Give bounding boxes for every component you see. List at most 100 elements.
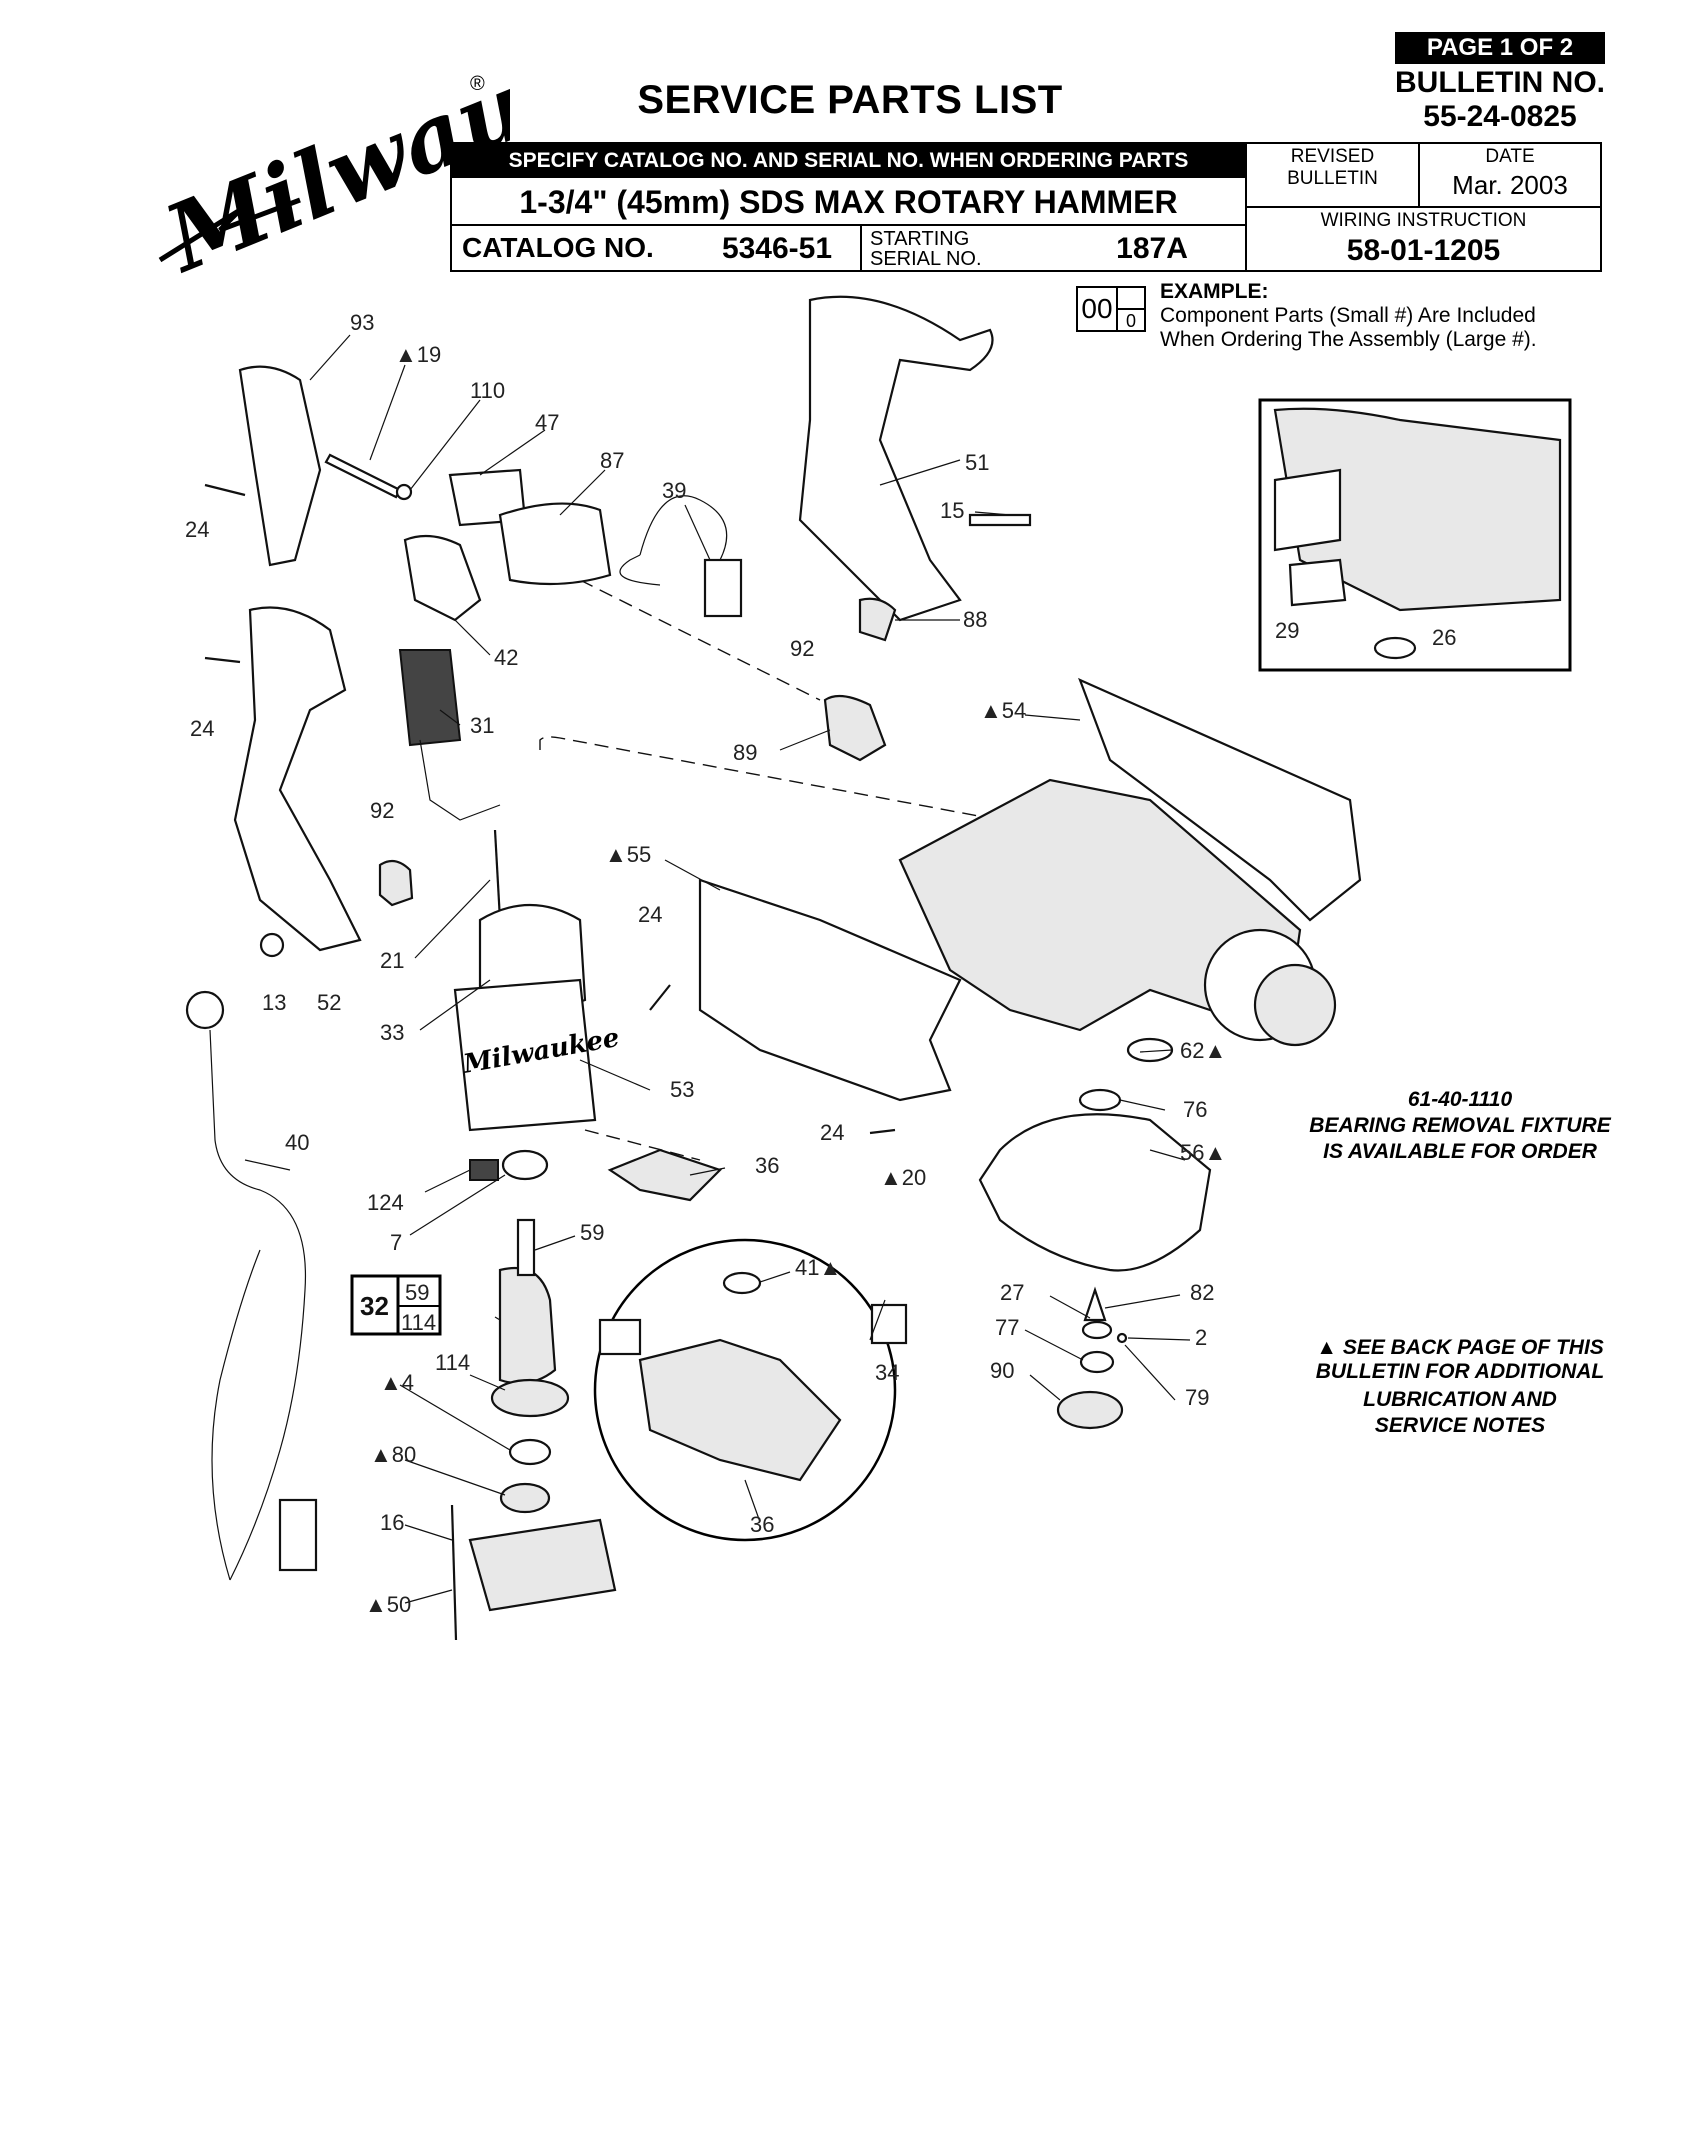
part-52-handle <box>233 606 362 952</box>
inset-label-26 <box>1373 636 1417 660</box>
callout-41: 41▲ <box>795 1255 841 1280</box>
callout-124: 124 <box>367 1190 404 1215</box>
part-39-wire <box>619 495 728 586</box>
back-page-note-line-4: SERVICE NOTES <box>1374 1414 1546 1437</box>
back-page-note-line-1: ▲ SEE BACK PAGE OF THIS <box>1316 1336 1604 1359</box>
part-13-screw <box>259 932 285 958</box>
part-36-brush-holder <box>607 1148 723 1202</box>
part-40-cord-loop <box>211 1249 261 1581</box>
part-7-bearing <box>501 1149 549 1181</box>
part-27-spring <box>1081 1320 1113 1340</box>
callout-92-bottom: 92 <box>370 798 394 823</box>
callout-77: 77 <box>995 1315 1019 1340</box>
callout-54: ▲54 <box>980 698 1026 723</box>
callout-34: 34 <box>875 1360 899 1385</box>
part-24-screw-a <box>204 483 246 497</box>
callout-110: 110 <box>470 378 505 403</box>
part-88-bushing <box>858 597 897 642</box>
callout-20: ▲20 <box>880 1165 926 1190</box>
callout-26: 26 <box>1432 625 1456 650</box>
header-right: REVISED BULLETIN DATE Mar. 2003 WIRING I… <box>1247 144 1600 270</box>
wiring-number: 58-01-1205 <box>1346 234 1501 267</box>
part-34-brush-b <box>870 1303 908 1345</box>
revised-bulletin-cell: REVISED BULLETIN <box>1247 144 1420 208</box>
callout-24-b: 24 <box>190 716 214 741</box>
part-114-fan <box>490 1378 570 1418</box>
callout-2: 2 <box>1195 1325 1207 1350</box>
callout-4: ▲4 <box>380 1370 414 1395</box>
callout-90: 90 <box>990 1358 1014 1383</box>
page-title: SERVICE PARTS LIST <box>637 78 1063 122</box>
inset-label-29 <box>1288 558 1347 607</box>
page-number-badge: PAGE 1 OF 2 <box>1395 32 1605 64</box>
leader-lines <box>244 334 1191 1604</box>
callout-36-top: 36 <box>755 1153 779 1178</box>
part-19-screw <box>324 453 402 499</box>
assembly-small-number-2: 114 <box>401 1310 436 1335</box>
revised-bulletin-label: REVISED BULLETIN <box>1287 146 1378 189</box>
back-page-note-line-3: LUBRICATION AND <box>1363 1388 1557 1411</box>
part-42-switch <box>403 534 482 622</box>
part-50-end-cover <box>468 1518 617 1612</box>
product-name: 1-3/4" (45mm) SDS MAX ROTARY HAMMER <box>452 180 1245 226</box>
callout-16: 16 <box>380 1510 404 1535</box>
part-59-armature <box>498 1266 557 1385</box>
callout-24-d: 24 <box>820 1120 844 1145</box>
inset-motor-housing <box>1273 407 1562 612</box>
inset-vent-grille <box>1273 468 1342 552</box>
callout-47: 47 <box>535 410 559 435</box>
assembly-line-36 <box>584 1129 701 1161</box>
part-54-top-handle <box>1078 677 1362 922</box>
assembly-line-motor <box>539 736 1001 981</box>
part-51-rear-handle <box>798 295 994 622</box>
catalog-label: CATALOG NO. <box>462 232 654 263</box>
fixture-note-line-3: IS AVAILABLE FOR ORDER <box>1323 1140 1597 1163</box>
callout-40: 40 <box>285 1130 309 1155</box>
registered-mark: ® <box>470 73 485 95</box>
serial-label: SERIAL NO. <box>870 248 982 270</box>
wiring-label: WIRING INSTRUCTION <box>1320 210 1527 231</box>
part-92-pin <box>378 859 414 907</box>
example-big-number: 00 <box>1078 288 1118 330</box>
callout-56: 56▲ <box>1180 1140 1226 1165</box>
part-90-knob <box>1056 1390 1124 1430</box>
callout-80: ▲80 <box>370 1442 416 1467</box>
callout-89: 89 <box>733 740 757 765</box>
callout-87: 87 <box>600 448 624 473</box>
assembly-line-87 <box>579 579 821 701</box>
callout-15: 15 <box>940 498 964 523</box>
part-40-plug <box>278 1498 318 1572</box>
part-77-spring <box>1079 1350 1115 1374</box>
fixture-note-line-2: BEARING REMOVAL FIXTURE <box>1309 1114 1611 1137</box>
callout-7: 7 <box>390 1230 402 1255</box>
callout-33: 33 <box>380 1020 404 1045</box>
callout-24-a: 24 <box>185 517 209 542</box>
part-24-screw-d <box>869 1128 896 1135</box>
part-56-grip <box>978 1113 1212 1272</box>
part-15-screw <box>968 513 1032 527</box>
part-53-motor-housing <box>453 978 597 1132</box>
callout-93: 93 <box>350 310 374 335</box>
example-line-1: Component Parts (Small #) Are Included <box>1160 304 1536 327</box>
part-93-handle-cover <box>238 365 322 567</box>
starting-label: STARTING <box>870 228 970 250</box>
part-34-brush-a <box>598 1318 642 1356</box>
part-110-washer <box>395 483 413 501</box>
bulletin-label: BULLETIN NO. <box>1395 66 1605 99</box>
catalog-number: 5346-51 <box>721 232 833 265</box>
callout-29: 29 <box>1275 618 1299 643</box>
callout-59: 59 <box>580 1220 604 1245</box>
callout-92-top: 92 <box>790 636 814 661</box>
part-41-spring <box>722 1271 762 1295</box>
callout-76: 76 <box>1183 1097 1207 1122</box>
callout-52: 52 <box>317 990 341 1015</box>
callout-53: 53 <box>670 1077 694 1102</box>
example-title: EXAMPLE: <box>1160 280 1269 303</box>
callout-79: 79 <box>1185 1385 1209 1410</box>
header-table: SPECIFY CATALOG NO. AND SERIAL NO. WHEN … <box>450 142 1602 272</box>
part-76-ring <box>1078 1088 1122 1112</box>
example-small-number: 0 <box>1118 308 1144 332</box>
callout-62: 62▲ <box>1180 1038 1226 1063</box>
header-left: SPECIFY CATALOG NO. AND SERIAL NO. WHEN … <box>452 144 1247 272</box>
date-label: DATE <box>1485 146 1535 167</box>
